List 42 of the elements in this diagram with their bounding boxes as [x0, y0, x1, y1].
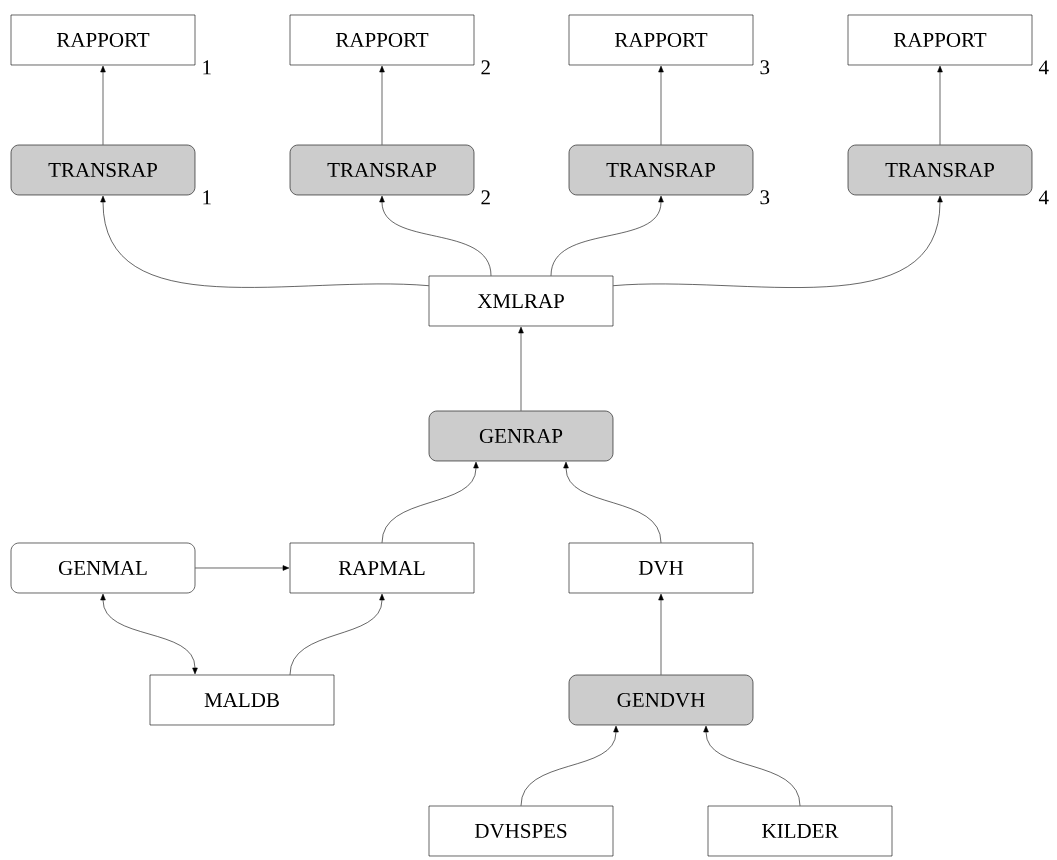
- index-number: 1: [203, 190, 211, 205]
- process-box: GENMAL: [10, 542, 196, 594]
- data-box: RAPMAL: [289, 542, 475, 594]
- data-box: MALDB: [149, 674, 335, 726]
- data-box: DVH: [568, 542, 754, 594]
- arrow: [100, 593, 198, 675]
- data-box: RAPPORT: [568, 14, 754, 66]
- process-box: TRANSRAP: [568, 144, 754, 196]
- index-number: 4: [1038, 190, 1049, 205]
- arrow: [379, 195, 492, 276]
- arrow: [937, 65, 943, 145]
- process-box: GENDVH: [568, 674, 754, 726]
- process-box: TRANSRAP: [847, 144, 1033, 196]
- index-number: 1: [203, 60, 211, 75]
- index-number: 2: [481, 60, 490, 75]
- arrow: [520, 725, 619, 806]
- process-box: TRANSRAP: [10, 144, 196, 196]
- index-number: 2: [481, 190, 490, 205]
- process-box: GENRAP: [428, 410, 614, 462]
- arrow: [658, 65, 664, 145]
- data-box: KILDER: [707, 805, 893, 857]
- index-number: 4: [1038, 60, 1049, 75]
- arrow: [518, 326, 524, 411]
- arrow: [100, 65, 106, 145]
- data-box: DVHSPES: [428, 805, 614, 857]
- data-box: RAPPORT: [847, 14, 1033, 66]
- arrow: [550, 195, 664, 276]
- arrow: [379, 65, 385, 145]
- arrow: [100, 195, 429, 288]
- data-box: XMLRAP: [428, 275, 614, 327]
- arrow: [195, 565, 290, 571]
- index-number: 3: [760, 190, 770, 205]
- process-box: TRANSRAP: [289, 144, 475, 196]
- data-box: RAPPORT: [10, 14, 196, 66]
- index-number: 3: [760, 60, 770, 75]
- arrow: [658, 593, 664, 675]
- arrow: [563, 461, 662, 543]
- arrow: [613, 195, 943, 288]
- arrow: [381, 461, 479, 543]
- arrow: [703, 725, 801, 806]
- data-box: RAPPORT: [289, 14, 475, 66]
- arrow: [289, 593, 385, 675]
